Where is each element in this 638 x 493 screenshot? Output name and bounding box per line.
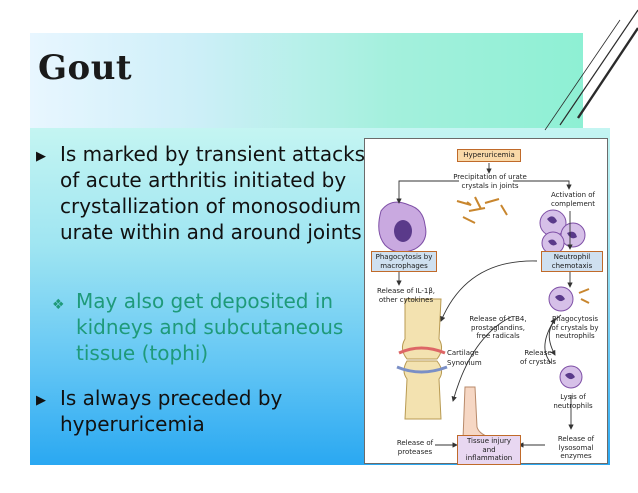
phagocytosis-macrophages-box: Phagocytosis by macrophages [371, 251, 437, 272]
lysosomal-enzymes-label: Release of lysosomal enzymes [557, 435, 595, 460]
crystal-release-label: Release of crystals [519, 349, 557, 366]
sub-bullet-text: May also get deposited in kidneys and su… [76, 289, 344, 365]
precipitation-label: Precipitation of urate crystals in joint… [453, 173, 527, 190]
urate-crystals-icon [456, 196, 508, 224]
bullet-1: ▶ Is marked by transient attacks of acut… [36, 141, 366, 245]
neutrophil-phagocytosis-label: Phagocytosis of crystals by neutrophils [551, 315, 599, 340]
slide-title: Gout [38, 48, 133, 88]
flow-arrows [396, 163, 574, 448]
hyperuricemia-box: Hyperuricemia [457, 149, 521, 162]
knee-joint-icon [396, 298, 448, 420]
diagram-artwork [378, 163, 590, 452]
ltb4-release-label: Release of LTB4, prostaglandins, free ra… [469, 315, 527, 340]
triangle-bullet-icon: ▶ [36, 149, 46, 164]
proteases-release-label: Release of proteases [396, 439, 434, 456]
cartilage-label: Cartilage [447, 349, 479, 357]
activation-label: Activation of complement [550, 191, 596, 208]
il1-release-label: Release of IL-1β, other cytokines [376, 287, 436, 304]
gout-pathogenesis-diagram: Hyperuricemia Precipitation of urate cry… [364, 138, 608, 465]
diamond-bullet-icon: ❖ [52, 297, 65, 313]
tissue-injury-box: Tissue injury and inflammation [457, 435, 521, 465]
triangle-bullet-icon: ▶ [36, 393, 46, 408]
sub-bullet: ❖ May also get deposited in kidneys and … [52, 288, 362, 366]
bullet-3: ▶ Is always preceded by hyperuricemia [36, 385, 356, 437]
synovium-label: Synovium [447, 359, 482, 367]
macrophage-icon [378, 201, 427, 253]
neutrophil-cluster-icon [539, 209, 586, 255]
title-band [30, 33, 583, 128]
neutrophil-chemotaxis-box: Neutrophil chemotaxis [541, 251, 603, 272]
neutrophil-lysis-label: Lysis of neutrophils [553, 393, 593, 410]
bullet-3-text: Is always preceded by hyperuricemia [60, 386, 283, 436]
neutrophil-phagocytosis-icon [548, 286, 590, 312]
bullet-1-text: Is marked by transient attacks of acute … [60, 142, 366, 244]
lysed-neutrophil-icon [559, 365, 583, 389]
